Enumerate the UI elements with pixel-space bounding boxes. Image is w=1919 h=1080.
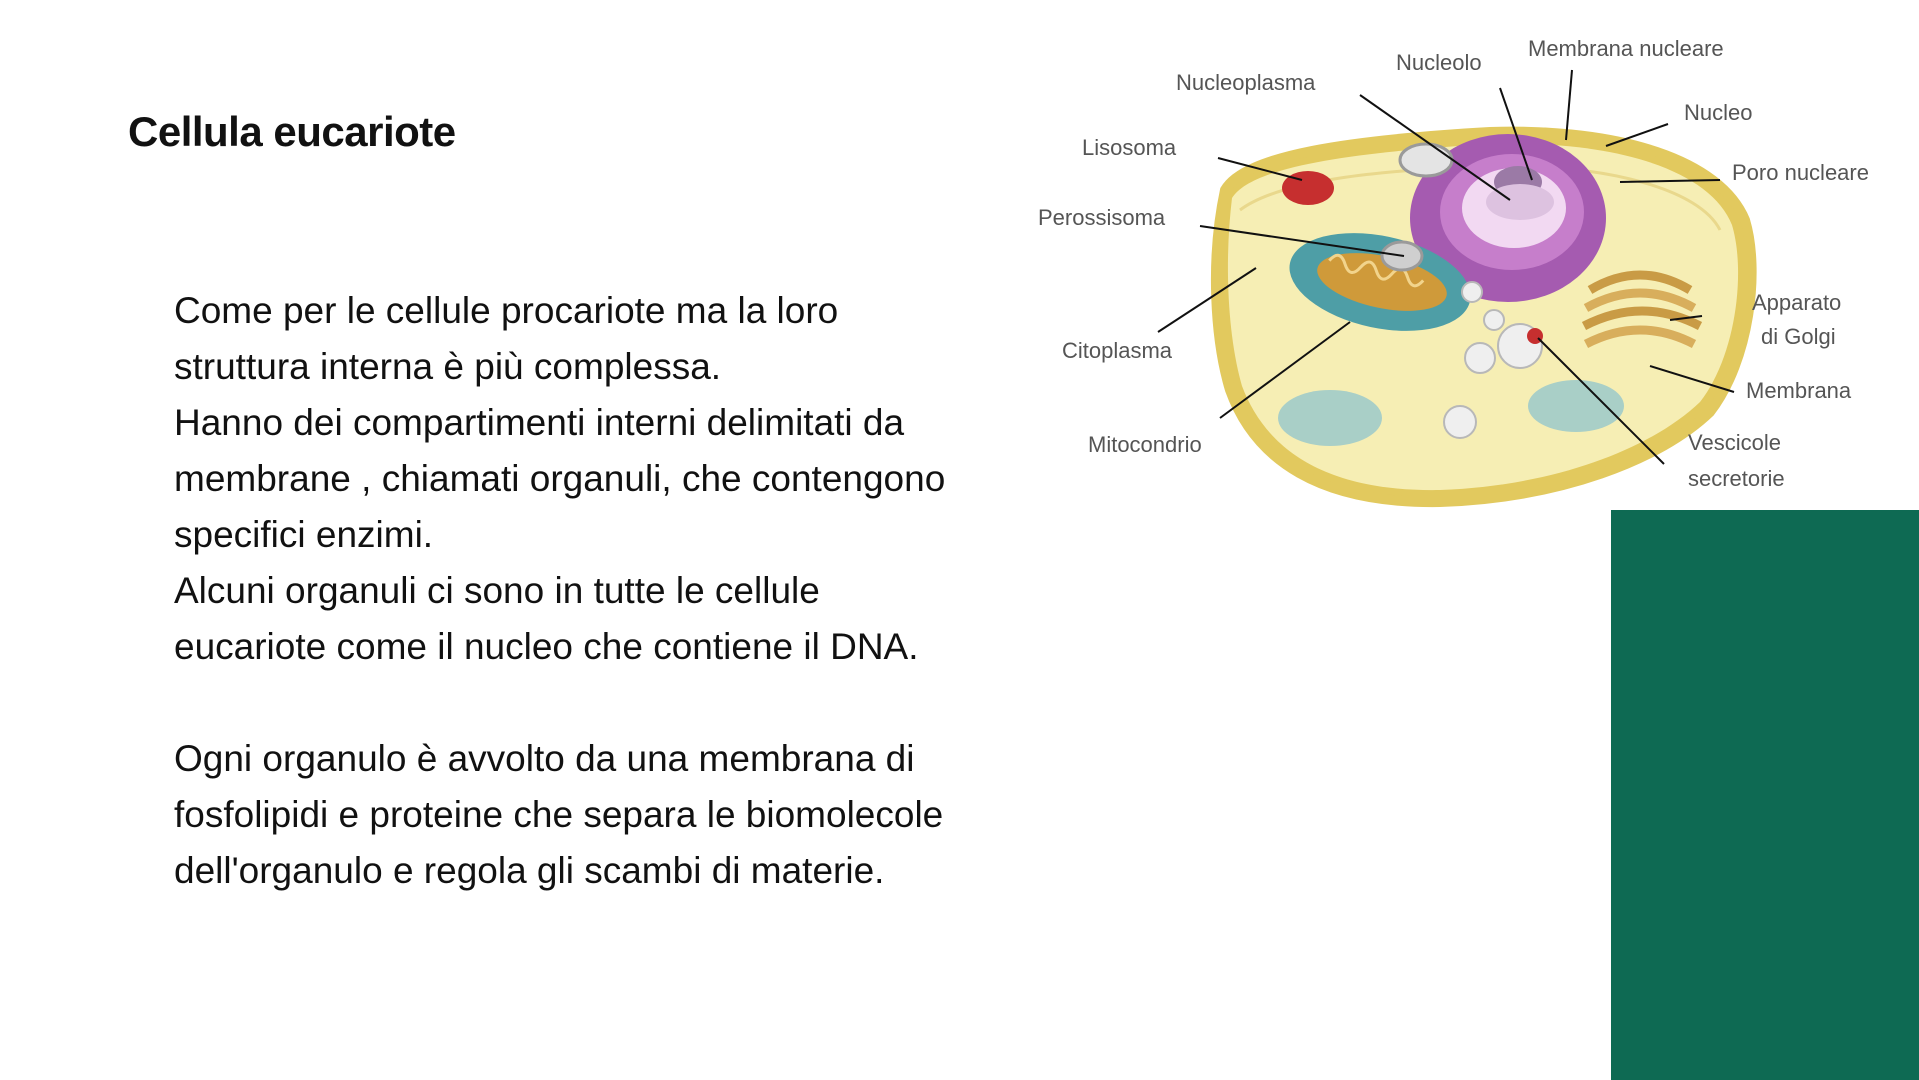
golgi-apparatus xyxy=(1581,270,1703,349)
eukaryotic-cell-diagram: Membrana nucleare Nucleolo Nucleoplasma … xyxy=(1038,36,1869,508)
leader-lines xyxy=(1157,69,1735,465)
label-nucleolo: Nucleolo xyxy=(1396,50,1482,75)
text-line: eucariote come il nucleo che contiene il… xyxy=(174,626,919,667)
body-text: Come per le cellule procariote ma la lor… xyxy=(174,283,1024,899)
text-line: struttura interna è più complessa. xyxy=(174,346,722,387)
label-citoplasma: Citoplasma xyxy=(1062,338,1173,363)
text-line: membrane , chiamati organuli, che conten… xyxy=(174,458,946,499)
endoplasmic-reticulum xyxy=(1278,390,1382,446)
label-di-golgi: di Golgi xyxy=(1761,324,1836,349)
vacuole xyxy=(1398,142,1454,178)
text-line: Hanno dei compartimenti interni delimita… xyxy=(174,402,905,443)
text-line: Alcuni organuli ci sono in tutte le cell… xyxy=(174,570,820,611)
slide-title: Cellula eucariote xyxy=(128,108,456,155)
text-line: specifici enzimi. xyxy=(174,514,434,555)
nucleoplasm xyxy=(1486,184,1554,220)
mitochondrion-cristae xyxy=(1328,253,1425,288)
vesicle xyxy=(1443,405,1477,439)
vesicle xyxy=(1483,309,1505,331)
label-perossisoma: Perossisoma xyxy=(1038,205,1166,230)
label-mitocondrio: Mitocondrio xyxy=(1088,432,1202,457)
label-vescicole: Vescicole xyxy=(1688,430,1781,455)
text-line: dell'organulo e regola gli scambi di mat… xyxy=(174,850,885,891)
label-poro-nucleare: Poro nucleare xyxy=(1732,160,1869,185)
label-lisosoma: Lisosoma xyxy=(1082,135,1177,160)
text-line: Ogni organulo è avvolto da una membrana … xyxy=(174,738,915,779)
label-nucleoplasma: Nucleoplasma xyxy=(1176,70,1316,95)
green-accent-block xyxy=(1611,510,1919,1080)
cell-illustration xyxy=(1210,126,1757,508)
text-line: fosfolipidi e proteine che separa le bio… xyxy=(174,794,944,835)
text-line: Come per le cellule procariote ma la lor… xyxy=(174,290,839,331)
label-secretorie: secretorie xyxy=(1688,466,1785,491)
label-membrana: Membrana xyxy=(1746,378,1852,403)
label-membrana-nucleare: Membrana nucleare xyxy=(1528,36,1724,61)
vesicle xyxy=(1464,342,1496,374)
label-nucleo: Nucleo xyxy=(1684,100,1752,125)
label-apparato: Apparato xyxy=(1752,290,1841,315)
endoplasmic-reticulum xyxy=(1528,380,1624,432)
lysosome xyxy=(1282,171,1334,205)
vesicle xyxy=(1461,281,1483,303)
paragraph-spacer xyxy=(174,675,1024,731)
